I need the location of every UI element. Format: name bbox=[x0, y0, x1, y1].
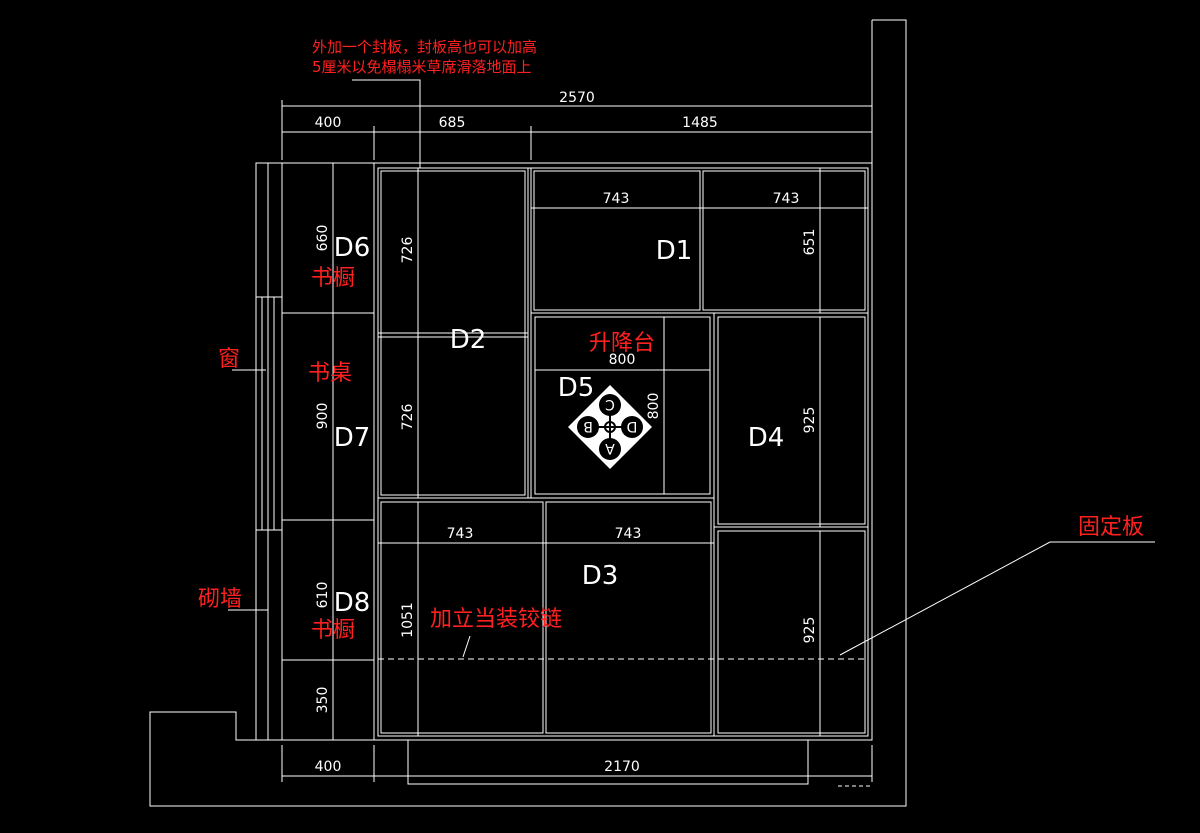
zone-d6: D6 bbox=[334, 233, 371, 263]
lift-table-label: 升降台 bbox=[589, 331, 655, 356]
zone-d8: D8 bbox=[334, 588, 371, 618]
platform-outline bbox=[373, 162, 873, 787]
desk-label: 书桌 bbox=[308, 361, 352, 386]
dim-total-width: 2570 bbox=[559, 90, 595, 106]
zone-d5: D5 bbox=[558, 373, 595, 403]
top-note-leader bbox=[352, 79, 421, 168]
d3-box bbox=[377, 497, 715, 737]
dim-d4-height: 925 bbox=[802, 407, 818, 434]
dim-d1-left: 743 bbox=[603, 191, 630, 207]
dim-d2-top: 726 bbox=[400, 237, 416, 264]
dim-d6-height: 660 bbox=[315, 225, 331, 252]
zone-d7: D7 bbox=[334, 423, 371, 453]
dim-d1-height: 651 bbox=[802, 229, 818, 256]
lift-label-right: D bbox=[627, 418, 638, 434]
dim-d4-lower-height: 925 bbox=[802, 617, 818, 644]
dim-left-depth: 400 bbox=[315, 115, 342, 131]
dim-d8-base: 350 bbox=[315, 687, 331, 714]
lift-label-bottom: A bbox=[605, 440, 615, 456]
dim-middle-width: 685 bbox=[439, 115, 466, 131]
red-annotations: 外加一个封板，封板高也可以加高 5厘米以免榻榻米草席滑落地面上 窗 砌墙 固定板… bbox=[198, 38, 1155, 658]
window-label: 窗 bbox=[218, 347, 240, 372]
dim-bottom-right: 2170 bbox=[604, 759, 640, 775]
window-frame bbox=[255, 296, 283, 531]
dim-d3-height: 1051 bbox=[400, 602, 416, 638]
dim-d1-right: 743 bbox=[773, 191, 800, 207]
zone-d1: D1 bbox=[656, 236, 693, 266]
dimension-lines bbox=[281, 100, 873, 782]
lift-label-top: C bbox=[605, 396, 615, 412]
bookcase-bottom-label: 书橱 bbox=[311, 618, 355, 643]
dim-d2-bottom: 726 bbox=[400, 404, 416, 431]
dim-d8-height: 610 bbox=[315, 582, 331, 609]
fixed-board-label: 固定板 bbox=[1078, 515, 1144, 540]
fixed-board-leader bbox=[839, 541, 1155, 656]
dim-d3-right: 743 bbox=[615, 526, 642, 542]
dim-bottom-left: 400 bbox=[315, 759, 342, 775]
lift-label-left: B bbox=[583, 418, 593, 434]
top-note-line2: 5厘米以免榻榻米草席滑落地面上 bbox=[312, 58, 532, 76]
dim-right-width: 1485 bbox=[682, 115, 718, 131]
dim-d3-left: 743 bbox=[447, 526, 474, 542]
left-masonry-wall bbox=[255, 162, 283, 741]
top-note-line1: 外加一个封板，封板高也可以加高 bbox=[312, 38, 537, 56]
dimension-texts: 2570 400 685 1485 400 2170 743 743 651 7… bbox=[315, 90, 818, 775]
bookcase-top-label: 书橱 bbox=[311, 266, 355, 291]
dim-lift-width: 800 bbox=[609, 352, 636, 368]
d4-box bbox=[713, 312, 869, 528]
lift-mechanism-symbol: C A B D bbox=[568, 385, 652, 469]
base-board bbox=[407, 739, 809, 785]
dim-lift-height: 800 bbox=[646, 393, 662, 420]
dim-d7-height: 900 bbox=[315, 403, 331, 430]
hinge-note-label: 加立当装铰链 bbox=[430, 607, 562, 632]
zone-d4: D4 bbox=[748, 423, 785, 453]
masonry-wall-label: 砌墙 bbox=[198, 587, 242, 612]
zone-d2: D2 bbox=[450, 325, 487, 355]
zone-labels: D1 D2 D3 D4 D5 D6 D7 D8 bbox=[334, 233, 785, 618]
zone-d3: D3 bbox=[582, 561, 619, 591]
